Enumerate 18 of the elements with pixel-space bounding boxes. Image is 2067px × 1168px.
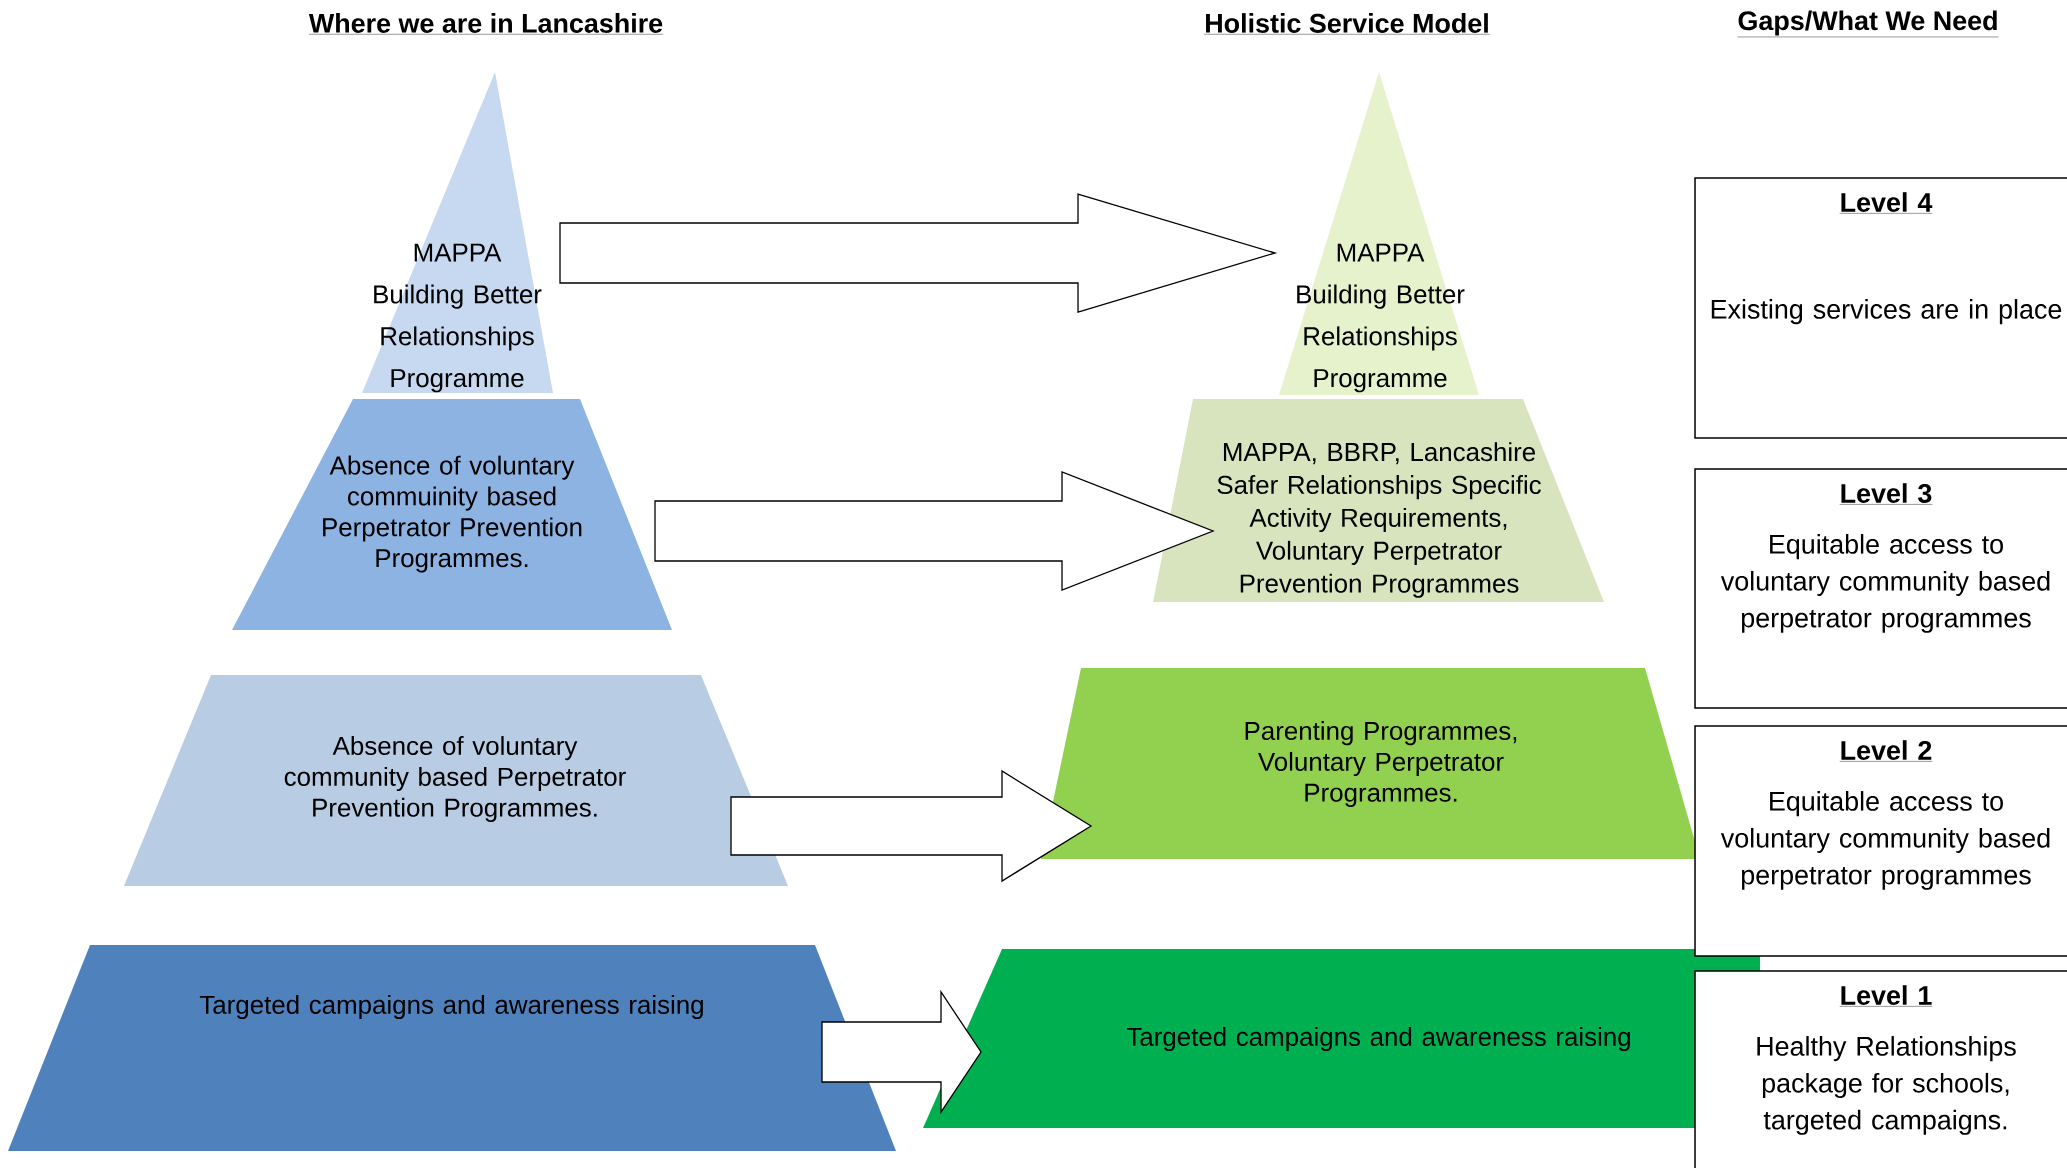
- level-box: Level 1 Healthy Relationships package for schools, targeted campaigns.: [1694, 970, 2067, 1168]
- level-box: Level 2 Equitable access to voluntary community based perpetrator programmes: [1694, 725, 2067, 957]
- block-arrow: [559, 193, 1278, 313]
- pyramid-tier: MAPPA Building Better Relationships Programme: [362, 72, 553, 393]
- pyramid-tier: Parenting Programmes, Voluntary Perpetrator Programmes.: [1041, 668, 1700, 859]
- block-arrow: [821, 989, 982, 1115]
- level-box: Level 3 Equitable access to voluntary community based perpetrator programmes: [1694, 468, 2067, 709]
- level-box: Level 4 Existing services are in place: [1694, 177, 2067, 439]
- pyramid-tier: Targeted campaigns and awareness raising: [8, 945, 896, 1151]
- column-heading: Holistic Service Model: [1204, 13, 1490, 35]
- pyramid-tier: MAPPA, BBRP, Lancashire Safer Relationships Specific Activity Requirements, Voluntary Perpetrator Prevention Programmes: [1153, 399, 1604, 602]
- pyramid-tier: Absence of voluntary commuinity based Perpetrator Prevention Programmes.: [232, 399, 672, 630]
- block-arrow: [730, 769, 1093, 883]
- column-heading: Gaps/What We Need: [1737, 10, 1999, 38]
- pyramid-tier: MAPPA Building Better Relationships Programme: [1279, 72, 1479, 395]
- pyramid-tier: Absence of voluntary community based Perpetrator Prevention Programmes.: [124, 675, 788, 886]
- block-arrow: [654, 471, 1215, 591]
- column-heading: Where we are in Lancashire: [308, 13, 664, 35]
